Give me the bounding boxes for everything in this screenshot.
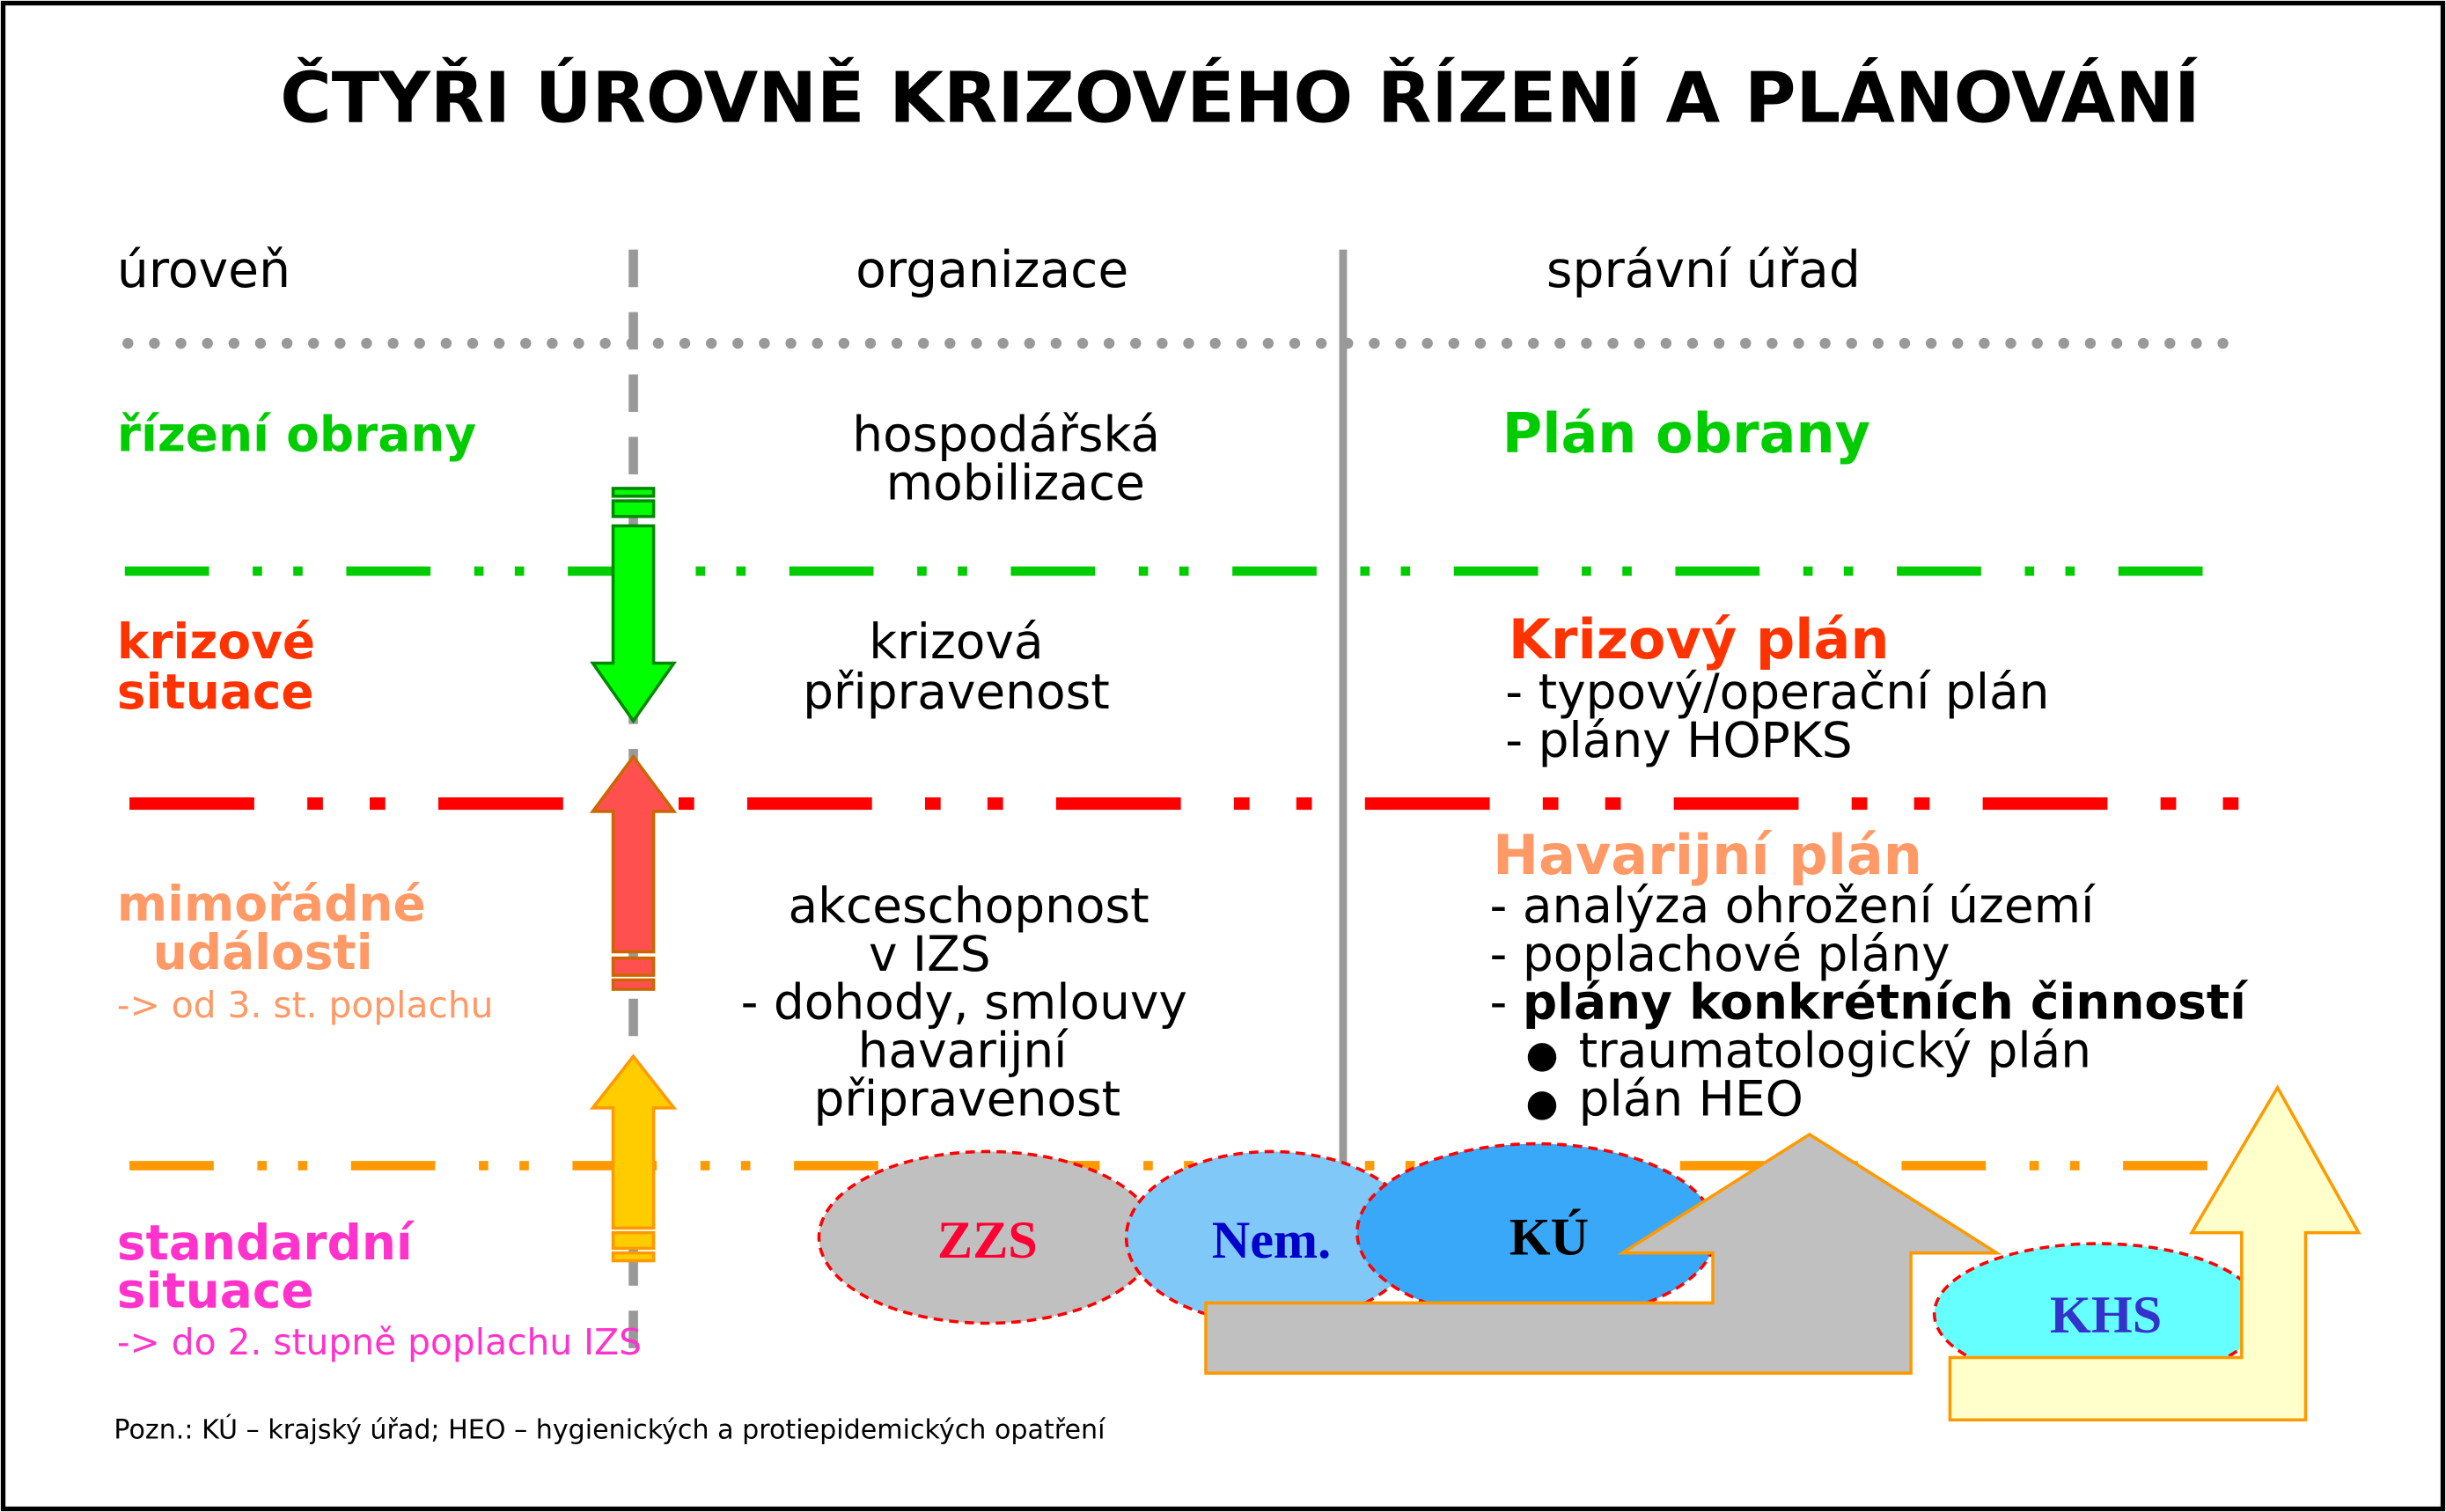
level-standard-note: -> do 2. stupně poplachu IZS bbox=[117, 1321, 642, 1363]
page-title: ČTYŘI ÚROVNĚ KRIZOVÉHO ŘÍZENÍ A PLÁNOVÁN… bbox=[280, 55, 2200, 138]
plan-crisis-item: - typový/operační plán bbox=[1505, 664, 2049, 720]
plan-emergency-bullet: plán HEO bbox=[1579, 1071, 1803, 1127]
org-crisis-1: krizová bbox=[869, 613, 1043, 670]
level-emergency-note: -> od 3. st. poplachu bbox=[117, 984, 494, 1026]
plan-emergency-item-bold: - plány konkrétních činností bbox=[1490, 974, 2250, 1031]
org-defense-1: hospodářská bbox=[852, 406, 1160, 462]
level-defense-label: řízení obrany bbox=[117, 406, 476, 462]
plan-emergency-item: - analýza ohrožení území bbox=[1490, 877, 2097, 934]
plan-crisis-title: Krizový plán bbox=[1509, 607, 1890, 672]
header-organization: organizace bbox=[856, 241, 1128, 299]
org-emergency-5: připravenost bbox=[813, 1071, 1120, 1127]
header-level: úroveň bbox=[117, 241, 290, 299]
plan-emergency-bullet: traumatologický plán bbox=[1579, 1023, 2092, 1079]
hospital-label: Nem. bbox=[1212, 1211, 1331, 1270]
level-emergency-label-1: mimořádné bbox=[117, 876, 426, 932]
dash: - bbox=[1490, 974, 1523, 1031]
red-up-arrow-icon bbox=[589, 753, 678, 991]
level-standard-label-1: standardní bbox=[117, 1215, 415, 1271]
yellow-up-arrow-icon bbox=[589, 1053, 678, 1263]
bullet-icon: ● bbox=[1525, 1034, 1558, 1077]
plan-emergency-title: Havarijní plán bbox=[1493, 823, 1922, 887]
khs-label: KHS bbox=[2050, 1286, 2162, 1345]
level-crisis-label-2: situace bbox=[117, 664, 314, 720]
level-crisis-label-1: krizové bbox=[117, 613, 315, 670]
bullet-icon: ● bbox=[1525, 1083, 1558, 1126]
org-defense-2: mobilizace bbox=[886, 454, 1145, 510]
gray-step-arrow-icon bbox=[1204, 1132, 2002, 1375]
plan-crisis-item: - plány HOPKS bbox=[1505, 712, 1852, 768]
yellow-step-arrow-icon bbox=[1948, 1084, 2362, 1422]
footnote: Pozn.: KÚ – krajský úřad; HEO – hygienic… bbox=[114, 1413, 1106, 1446]
plan-emergency-item: - poplachové plány bbox=[1490, 926, 1950, 982]
plan-defense-title: Plán obrany bbox=[1502, 401, 1870, 466]
org-emergency-2: v IZS bbox=[869, 926, 991, 982]
org-emergency-1: akceschopnost bbox=[789, 877, 1150, 934]
org-emergency-4: havarijní bbox=[858, 1023, 1069, 1079]
zzs-label: ZZS bbox=[937, 1211, 1038, 1270]
level-emergency-label-2: události bbox=[153, 924, 373, 980]
bold-item: plány konkrétních činností bbox=[1523, 974, 2249, 1031]
org-crisis-2: připravenost bbox=[803, 664, 1110, 720]
regional-office-label: KÚ bbox=[1509, 1207, 1589, 1266]
green-down-arrow-icon bbox=[590, 487, 678, 724]
org-emergency-3: - dohody, smlouvy bbox=[741, 974, 1187, 1031]
level-standard-label-2: situace bbox=[117, 1263, 314, 1319]
header-office: správní úřad bbox=[1546, 241, 1861, 299]
